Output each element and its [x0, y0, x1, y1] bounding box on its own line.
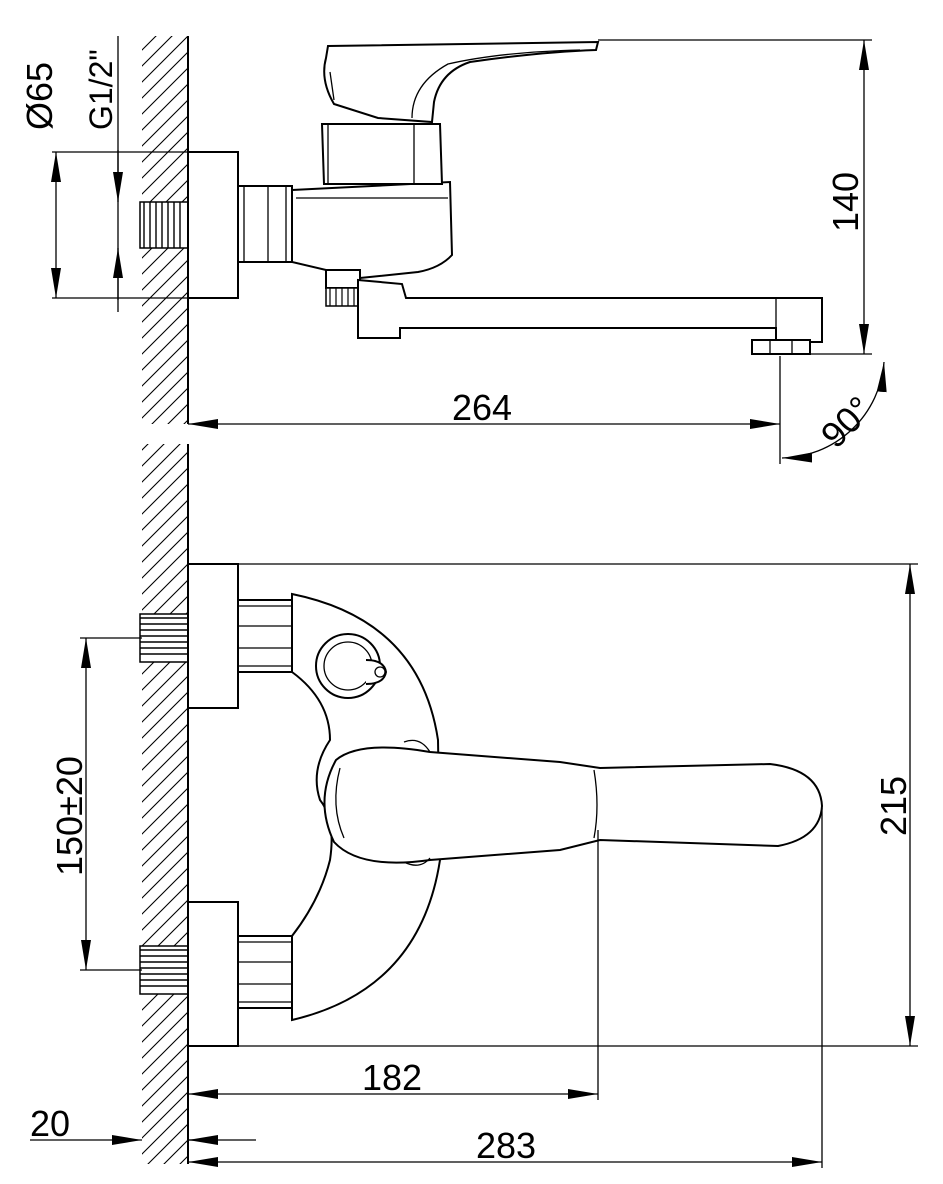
- nut-upper: [237, 599, 293, 673]
- diverter-knob: [325, 269, 361, 307]
- front-view: [139, 563, 824, 1047]
- dim-angle-label: 90°: [813, 388, 880, 455]
- dim-centers: 150±20: [49, 637, 142, 971]
- inlet-thread-lower: [139, 945, 189, 995]
- dim-height-label: 140: [825, 172, 866, 232]
- aerator: [751, 339, 811, 355]
- dim-diameter-label: Ø65: [19, 62, 60, 130]
- rosette-top: [187, 151, 239, 299]
- dim-total-reach-label: 283: [476, 1125, 536, 1166]
- nut-lower: [237, 935, 293, 1009]
- diverter-front: [315, 633, 388, 699]
- cartridge-housing: [320, 123, 444, 185]
- dim-lever-reach: 182: [188, 830, 599, 1100]
- dim-lever-reach-label: 182: [362, 1057, 422, 1098]
- nut-top: [237, 185, 293, 263]
- dim-total-reach: 283: [188, 808, 823, 1168]
- wall-bottom: [142, 444, 189, 1164]
- lever-side: [323, 40, 600, 124]
- dim-diameter: Ø65: [19, 62, 238, 299]
- dim-projection: 264: [188, 356, 781, 464]
- mixer-body-side: [291, 180, 454, 280]
- dim-width-label: 215: [873, 776, 914, 836]
- rosette-lower: [187, 901, 239, 1047]
- dim-projection-label: 264: [452, 387, 512, 428]
- inlet-thread-top: [139, 201, 189, 249]
- dim-wall-offset-label: 20: [30, 1103, 70, 1144]
- dim-thread-label: G1/2": [83, 49, 119, 130]
- dim-thread: G1/2": [83, 36, 123, 312]
- dim-wall-offset: 20: [30, 1103, 256, 1145]
- inlet-thread-upper: [139, 613, 189, 663]
- spout-side: [357, 278, 823, 343]
- side-view: [139, 40, 823, 355]
- rosette-upper: [187, 563, 239, 709]
- dim-angle: 90°: [781, 361, 887, 463]
- dim-centers-label: 150±20: [49, 756, 90, 876]
- dim-width: 215: [188, 563, 918, 1047]
- lever-front: [323, 746, 824, 864]
- dim-height: 140: [598, 39, 872, 355]
